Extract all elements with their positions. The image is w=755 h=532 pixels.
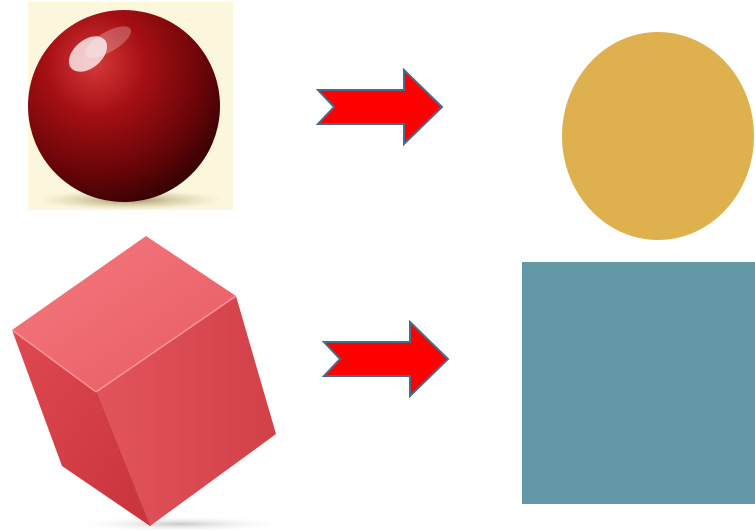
right-arrow-icon (316, 68, 446, 146)
transform-arrow-bottom (322, 320, 452, 398)
cube-shadow (70, 516, 290, 532)
cube-illustration (0, 226, 290, 532)
flat-circle (560, 30, 755, 242)
sphere-image (28, 2, 233, 210)
flat-square (522, 262, 755, 504)
sphere-illustration (28, 2, 233, 210)
transform-arrow-top (316, 68, 446, 146)
right-arrow-icon (322, 320, 452, 398)
circle-shape (560, 30, 755, 242)
cube-image (0, 226, 290, 532)
square-shape (522, 262, 755, 504)
